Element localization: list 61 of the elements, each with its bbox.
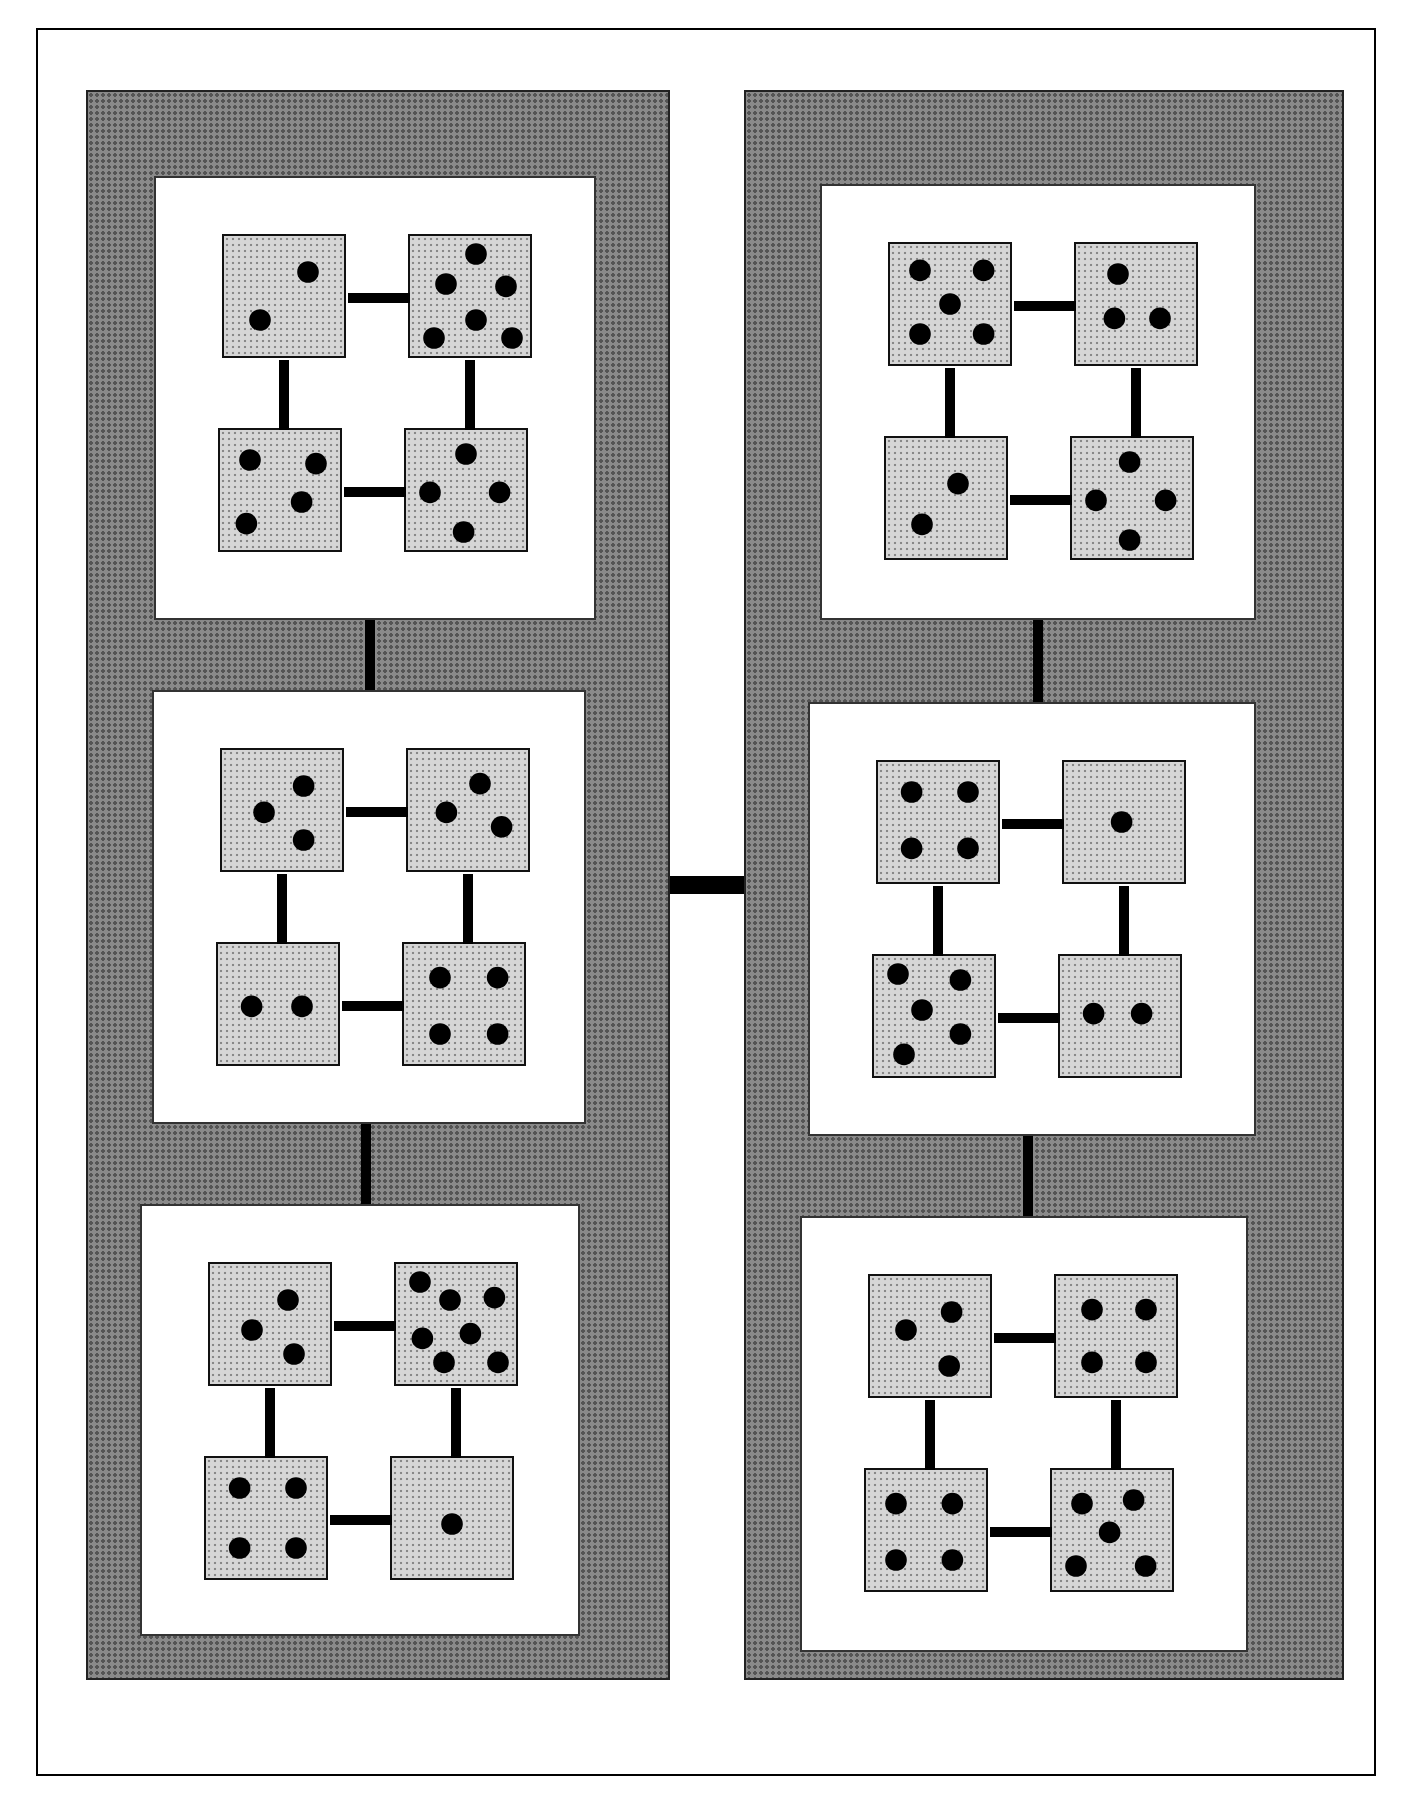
dice-square <box>884 436 1008 560</box>
connector <box>277 874 287 944</box>
dice-square <box>394 1262 518 1386</box>
card <box>807 701 1255 1135</box>
connector <box>451 1388 461 1458</box>
dice-square <box>390 1456 514 1580</box>
connector <box>1010 495 1072 505</box>
connector <box>925 1400 935 1470</box>
dice-square <box>406 748 530 872</box>
dice-square <box>208 1262 332 1386</box>
card <box>151 689 585 1123</box>
dice-square <box>216 942 340 1066</box>
connector <box>279 360 289 430</box>
dice-square <box>402 942 526 1066</box>
card <box>153 175 595 619</box>
connector <box>933 886 943 956</box>
connector <box>348 293 410 303</box>
connector <box>463 874 473 944</box>
connector <box>1033 620 1043 702</box>
connector <box>1002 819 1064 829</box>
connector <box>342 1001 404 1011</box>
connector <box>670 876 744 894</box>
dice-square <box>1054 1274 1178 1398</box>
connector <box>361 1124 371 1204</box>
dice-square <box>876 760 1000 884</box>
dice-square <box>222 234 346 358</box>
connector <box>1131 368 1141 438</box>
dice-square <box>1058 954 1182 1078</box>
connector <box>365 620 375 690</box>
connector <box>998 1013 1060 1023</box>
connector <box>346 807 408 817</box>
dice-square <box>888 242 1012 366</box>
dice-square <box>404 428 528 552</box>
connector <box>1014 301 1076 311</box>
dice-square <box>220 748 344 872</box>
card <box>819 183 1255 619</box>
connector <box>330 1515 392 1525</box>
connector <box>1119 886 1129 956</box>
connector <box>265 1388 275 1458</box>
dice-square <box>1062 760 1186 884</box>
dice-square <box>1070 436 1194 560</box>
connector <box>1023 1136 1033 1216</box>
card <box>139 1203 579 1635</box>
dice-square <box>204 1456 328 1580</box>
connector <box>465 360 475 430</box>
dice-square <box>868 1274 992 1398</box>
card <box>799 1215 1247 1651</box>
connector <box>344 487 406 497</box>
dice-square <box>1074 242 1198 366</box>
connector <box>990 1527 1052 1537</box>
dice-square <box>218 428 342 552</box>
connector <box>994 1333 1056 1343</box>
connector <box>334 1321 396 1331</box>
panel <box>744 90 1344 1680</box>
dice-square <box>864 1468 988 1592</box>
dice-square <box>1050 1468 1174 1592</box>
dice-square <box>408 234 532 358</box>
dice-square <box>872 954 996 1078</box>
connector <box>945 368 955 438</box>
connector <box>1111 1400 1121 1470</box>
panel <box>86 90 670 1680</box>
